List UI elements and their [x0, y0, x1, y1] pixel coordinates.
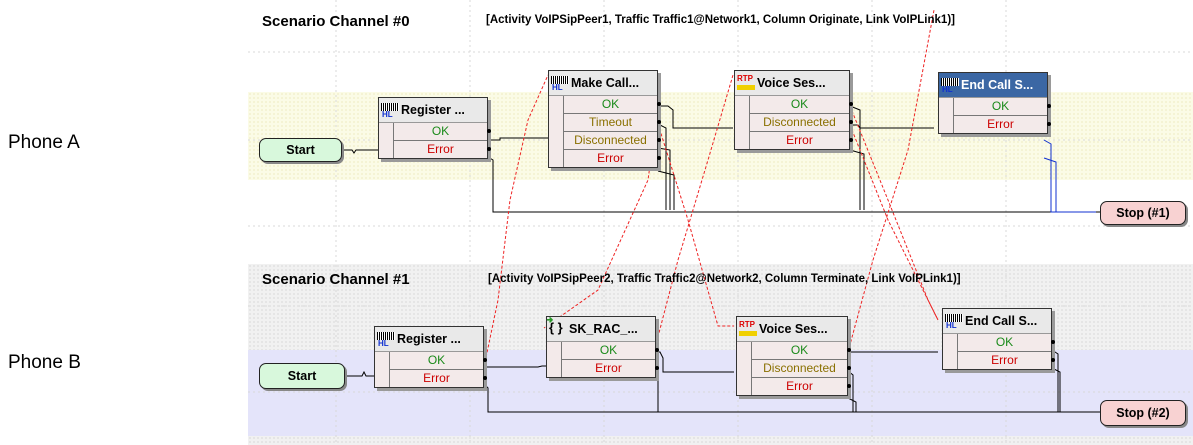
- register-node-channel-0[interactable]: HL Register ... OK Error: [378, 97, 491, 159]
- flow-wires-selected: [1043, 139, 1096, 213]
- hl-icon: HL: [381, 102, 399, 119]
- port-error[interactable]: Error: [957, 352, 1055, 369]
- port-ok[interactable]: OK: [957, 334, 1055, 352]
- node-title: Make Call...: [571, 76, 640, 90]
- hl-icon: HL: [941, 77, 959, 94]
- node-title: End Call S...: [961, 78, 1034, 92]
- channel-1-info: [Activity VoIPSipPeer2, Traffic Traffic2…: [488, 273, 961, 285]
- port-disconnected[interactable]: Disconnected: [563, 132, 661, 150]
- script-icon: { }➜: [547, 317, 563, 335]
- port-disconnected[interactable]: Disconnected: [751, 360, 851, 378]
- port-error[interactable]: Error: [389, 370, 487, 387]
- flow-wires-channel-1: [344, 349, 1102, 413]
- port-ok[interactable]: OK: [749, 96, 853, 114]
- start-node-channel-0[interactable]: Start: [259, 138, 342, 162]
- voice-session-node-channel-0[interactable]: RTP Voice Ses... OK Disconnected Error: [734, 70, 853, 150]
- channel-1-title: Scenario Channel #1: [262, 271, 410, 288]
- phone-b-label: Phone B: [8, 352, 81, 373]
- port-error[interactable]: Error: [393, 141, 491, 158]
- node-title: SK_RAC_...: [569, 322, 638, 336]
- port-ok[interactable]: OK: [561, 342, 659, 360]
- stop-node-channel-1[interactable]: Stop (#2): [1100, 400, 1186, 426]
- port-error[interactable]: Error: [751, 378, 851, 395]
- stop-node-channel-0[interactable]: Stop (#1): [1100, 201, 1186, 225]
- make-call-node-channel-0[interactable]: HL Make Call... OK Timeout Disconnected …: [548, 70, 661, 168]
- port-ok[interactable]: OK: [393, 123, 491, 141]
- rtp-icon: RTP: [737, 75, 755, 91]
- node-title: End Call S...: [965, 314, 1038, 328]
- scenario-canvas[interactable]: Scenario Channel #0 [Activity VoIPSipPee…: [248, 0, 1193, 445]
- voice-session-node-channel-1[interactable]: RTP Voice Ses... OK Disconnected Error: [736, 316, 851, 396]
- end-call-node-channel-1[interactable]: HL End Call S... OK Error: [942, 308, 1055, 370]
- script-node-channel-1[interactable]: { }➜ SK_RAC_... OK Error: [546, 316, 659, 378]
- end-call-node-channel-0[interactable]: HL End Call S... OK Error: [938, 72, 1051, 134]
- hl-icon: HL: [551, 75, 569, 92]
- hl-icon: HL: [377, 331, 395, 348]
- start-node-channel-1[interactable]: Start: [259, 363, 345, 389]
- port-disconnected[interactable]: Disconnected: [749, 114, 853, 132]
- port-error[interactable]: Error: [749, 132, 853, 149]
- register-node-channel-1[interactable]: HL Register ... OK Error: [374, 326, 487, 388]
- node-title: Voice Ses...: [757, 76, 826, 90]
- port-timeout[interactable]: Timeout: [563, 114, 661, 132]
- channel-0-title: Scenario Channel #0: [262, 13, 410, 30]
- port-ok[interactable]: OK: [751, 342, 851, 360]
- port-error[interactable]: Error: [563, 150, 661, 167]
- port-ok[interactable]: OK: [563, 96, 661, 114]
- port-ok[interactable]: OK: [953, 98, 1051, 116]
- flow-wires-channel-0: [342, 105, 1102, 213]
- port-error[interactable]: Error: [561, 360, 659, 377]
- port-error[interactable]: Error: [953, 116, 1051, 133]
- rtp-icon: RTP: [739, 321, 757, 337]
- node-title: Register ...: [401, 103, 465, 117]
- sync-wires: [483, 9, 939, 368]
- hl-icon: HL: [945, 313, 963, 330]
- channel-0-info: [Activity VoIPSipPeer1, Traffic Traffic1…: [486, 14, 955, 26]
- node-title: Register ...: [397, 332, 461, 346]
- port-ok[interactable]: OK: [389, 352, 487, 370]
- node-title: Voice Ses...: [759, 322, 828, 336]
- phone-a-label: Phone A: [8, 132, 80, 153]
- channel-1-footer-lane: [248, 436, 1193, 445]
